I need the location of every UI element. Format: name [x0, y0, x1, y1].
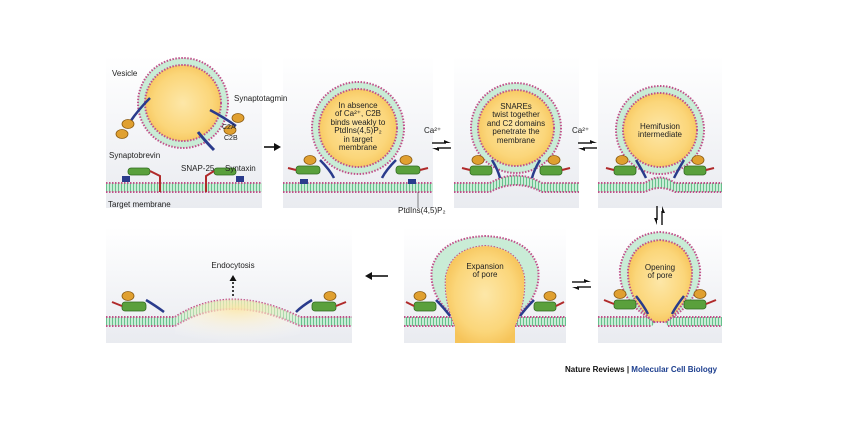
- panel-2-caption-line-5: in target: [343, 134, 373, 144]
- equilibrium-arrow-5-to-6: [572, 279, 591, 290]
- panel-2-caption-line-1: In absence: [338, 101, 378, 110]
- panel-2-caption-line-2: of Ca²⁺, C2B: [334, 109, 382, 119]
- panel-6-caption: Expansion of pore: [466, 262, 504, 280]
- endocytosis-label: Endocytosis: [211, 261, 255, 270]
- panel-4-caption-line-1: Hemifusion: [639, 122, 680, 131]
- c2b-label: C2B: [224, 135, 238, 142]
- source-credit: Nature Reviews | Molecular Cell Biology: [565, 365, 717, 374]
- target-membrane-panel-5: [598, 316, 722, 327]
- target-membrane-panel-4: [598, 176, 722, 193]
- snare-complex-right-p4: [672, 155, 715, 179]
- panel-3-caption-line-3: and C2 domains: [486, 118, 546, 128]
- target-membrane-panel-1: [106, 182, 262, 193]
- calcium-label-1: Ca²⁺: [424, 126, 442, 135]
- equilibrium-arrow-2-to-3: [432, 140, 451, 151]
- target-membrane-panel-6: [404, 316, 566, 327]
- arrow-1-to-2: [264, 143, 281, 151]
- proteins: [111, 97, 717, 317]
- snare-complex-left-p2: [287, 155, 336, 184]
- synaptotagmin-right-p1: [209, 108, 245, 135]
- snare-complex-right-p5: [670, 289, 717, 315]
- target-membrane-label: Target membrane: [108, 200, 171, 209]
- process-arrows: [229, 140, 665, 296]
- panel-5-caption: Opening of pore: [644, 263, 676, 281]
- panel-6-caption-line-2: of pore: [472, 270, 498, 280]
- panel-5-caption-line-2: of pore: [647, 271, 673, 281]
- vesicle-label: Vesicle: [112, 69, 138, 78]
- arrow-6-to-7: [365, 272, 388, 280]
- target-membrane-panel-2: [283, 182, 433, 193]
- equilibrium-arrow-3-to-4: [578, 140, 597, 151]
- syntaxin-label: Syntaxin: [225, 164, 256, 173]
- panel-2-caption: In absence of Ca²⁺, C2B binds weakly to …: [330, 101, 386, 152]
- vesicle-panel-6: [430, 234, 540, 343]
- synaptotagmin-left-p1: [115, 97, 151, 139]
- synaptobrevin-p1: [196, 131, 216, 152]
- vesicle-panel-2: [311, 81, 405, 175]
- snare-complex-right-p7: [295, 291, 347, 313]
- panel-2-caption-line-3: binds weakly to: [330, 117, 386, 127]
- snare-complex-right-p3: [530, 155, 571, 179]
- panel-2-caption-line-6: membrane: [338, 142, 378, 152]
- vesicle-panel-3: [470, 82, 562, 174]
- panel-3-caption-line-4: penetrate the: [492, 127, 540, 137]
- vesicle-panel-5: [618, 230, 702, 323]
- panel-3-caption-line-5: membrane: [496, 135, 536, 145]
- snare-complex-left-p7: [111, 291, 165, 314]
- target-membrane-panel-7: [106, 298, 352, 343]
- panel-4-caption: Hemifusion intermediate: [637, 122, 683, 140]
- equilibrium-arrow-4-to-5: [654, 206, 665, 225]
- snare-complex-left-p1: [122, 167, 161, 192]
- vesicle-panel-1: [137, 57, 229, 149]
- snap25-label: SNAP-25: [181, 164, 215, 173]
- snare-complex-left-p5: [603, 289, 650, 315]
- panel-3-caption: SNAREs twist together and C2 domains pen…: [486, 102, 546, 145]
- snare-complex-left-p6: [405, 291, 451, 317]
- credit-journal: Nature Reviews: [565, 365, 625, 374]
- c2a-label: C2A: [222, 124, 236, 131]
- synaptobrevin-label: Synaptobrevin: [109, 151, 161, 160]
- endocytosis-dotted-arrow: [229, 275, 237, 296]
- panel-6-caption-line-1: Expansion: [466, 262, 504, 271]
- calcium-label-2: Ca²⁺: [572, 126, 590, 135]
- target-membrane-panel-3: [454, 174, 579, 193]
- snare-complex-right-p1: [205, 167, 244, 192]
- panel-4-caption-line-2: intermediate: [637, 130, 683, 140]
- panel-3-caption-line-2: twist together: [492, 110, 540, 120]
- credit-subject: Molecular Cell Biology: [631, 365, 718, 374]
- panel-5-caption-line-1: Opening: [644, 263, 676, 272]
- snare-complex-right-p2: [380, 155, 429, 184]
- vesicle-panel-4: [615, 85, 705, 175]
- panel-2-caption-line-4: PtdIns(4,5)P₂: [334, 126, 382, 136]
- snare-complex-left-p3: [461, 155, 502, 179]
- ptdins-label: PtdIns(4,5)P₂: [398, 206, 446, 215]
- panel-3-caption-line-1: SNAREs: [500, 102, 532, 111]
- synaptotagmin-label: Synaptotagmin: [234, 94, 288, 103]
- snare-complex-right-p6: [519, 291, 565, 317]
- vesicles: [137, 57, 705, 343]
- target-membranes: [106, 174, 722, 343]
- snare-complex-left-p4: [605, 155, 648, 179]
- credit-separator: |: [624, 365, 632, 374]
